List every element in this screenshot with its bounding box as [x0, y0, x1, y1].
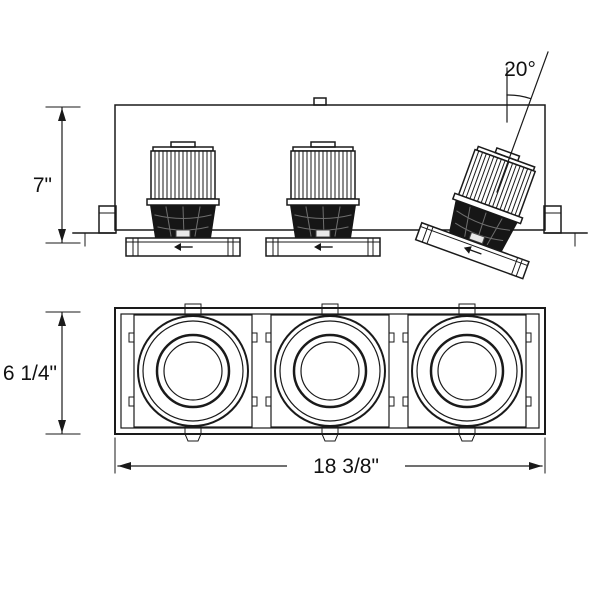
dim-height-ticks: [45, 106, 81, 244]
trim-square: [133, 314, 253, 428]
dim-width-label-mask: [287, 452, 405, 478]
ceiling-flange-ticks: [84, 232, 576, 247]
hanger-bracket-right: [543, 205, 562, 234]
dim-face-height: 6 1/4": [3, 311, 81, 435]
side-elevation-view: 20°: [72, 51, 588, 280]
trim-unit-3: [402, 303, 532, 442]
dim-height: 7": [33, 106, 81, 244]
dim-width-label: 18 3/8": [313, 455, 379, 478]
face-outer-frame: [114, 307, 546, 435]
trim-square: [407, 314, 527, 428]
trim-clips: [402, 332, 532, 407]
top-clip: [184, 303, 202, 316]
trim-ring-outer: [411, 315, 523, 427]
dim-height-label: 7": [33, 174, 52, 197]
tilt-angle-annotation: 20°: [496, 51, 549, 193]
aperture-inner: [163, 341, 223, 401]
dim-width-extensions: [114, 437, 546, 474]
angle-label: 20°: [504, 58, 536, 81]
angle-arc: [506, 94, 532, 100]
trim-square: [270, 314, 390, 428]
aperture-inner: [300, 341, 360, 401]
trim-clips: [265, 332, 395, 407]
light-module-center: [265, 141, 381, 257]
bottom-tab: [321, 433, 339, 442]
aperture-ring: [429, 333, 505, 409]
aperture-ring: [155, 333, 231, 409]
aperture-inner: [437, 341, 497, 401]
trim-clips: [128, 332, 258, 407]
face-view: [114, 303, 546, 442]
trim-ring-outer-inner: [142, 320, 244, 422]
dim-face-height-label: 6 1/4": [3, 362, 57, 385]
aperture-ring: [292, 333, 368, 409]
hanger-bracket-left: [98, 205, 117, 234]
dim-width: 18 3/8": [114, 437, 546, 478]
housing-top-nub: [313, 97, 327, 106]
light-module-left: [125, 141, 241, 257]
top-clip: [458, 303, 476, 316]
angle-tilt-line: [496, 51, 549, 193]
bottom-tab: [184, 433, 202, 442]
trim-ring-outer-inner: [279, 320, 381, 422]
dimensions: 7" 6 1/4" 18 3/8": [3, 106, 546, 478]
bottom-tab: [458, 433, 476, 442]
trim-ring-outer: [274, 315, 386, 427]
dim-face-ticks: [45, 311, 81, 435]
trim-ring-outer: [137, 315, 249, 427]
trim-unit-1: [128, 303, 258, 442]
top-clip: [321, 303, 339, 316]
light-module-tilted: [414, 131, 563, 280]
trim-ring-outer-inner: [416, 320, 518, 422]
trim-unit-2: [265, 303, 395, 442]
face-inner-frame: [120, 313, 540, 429]
